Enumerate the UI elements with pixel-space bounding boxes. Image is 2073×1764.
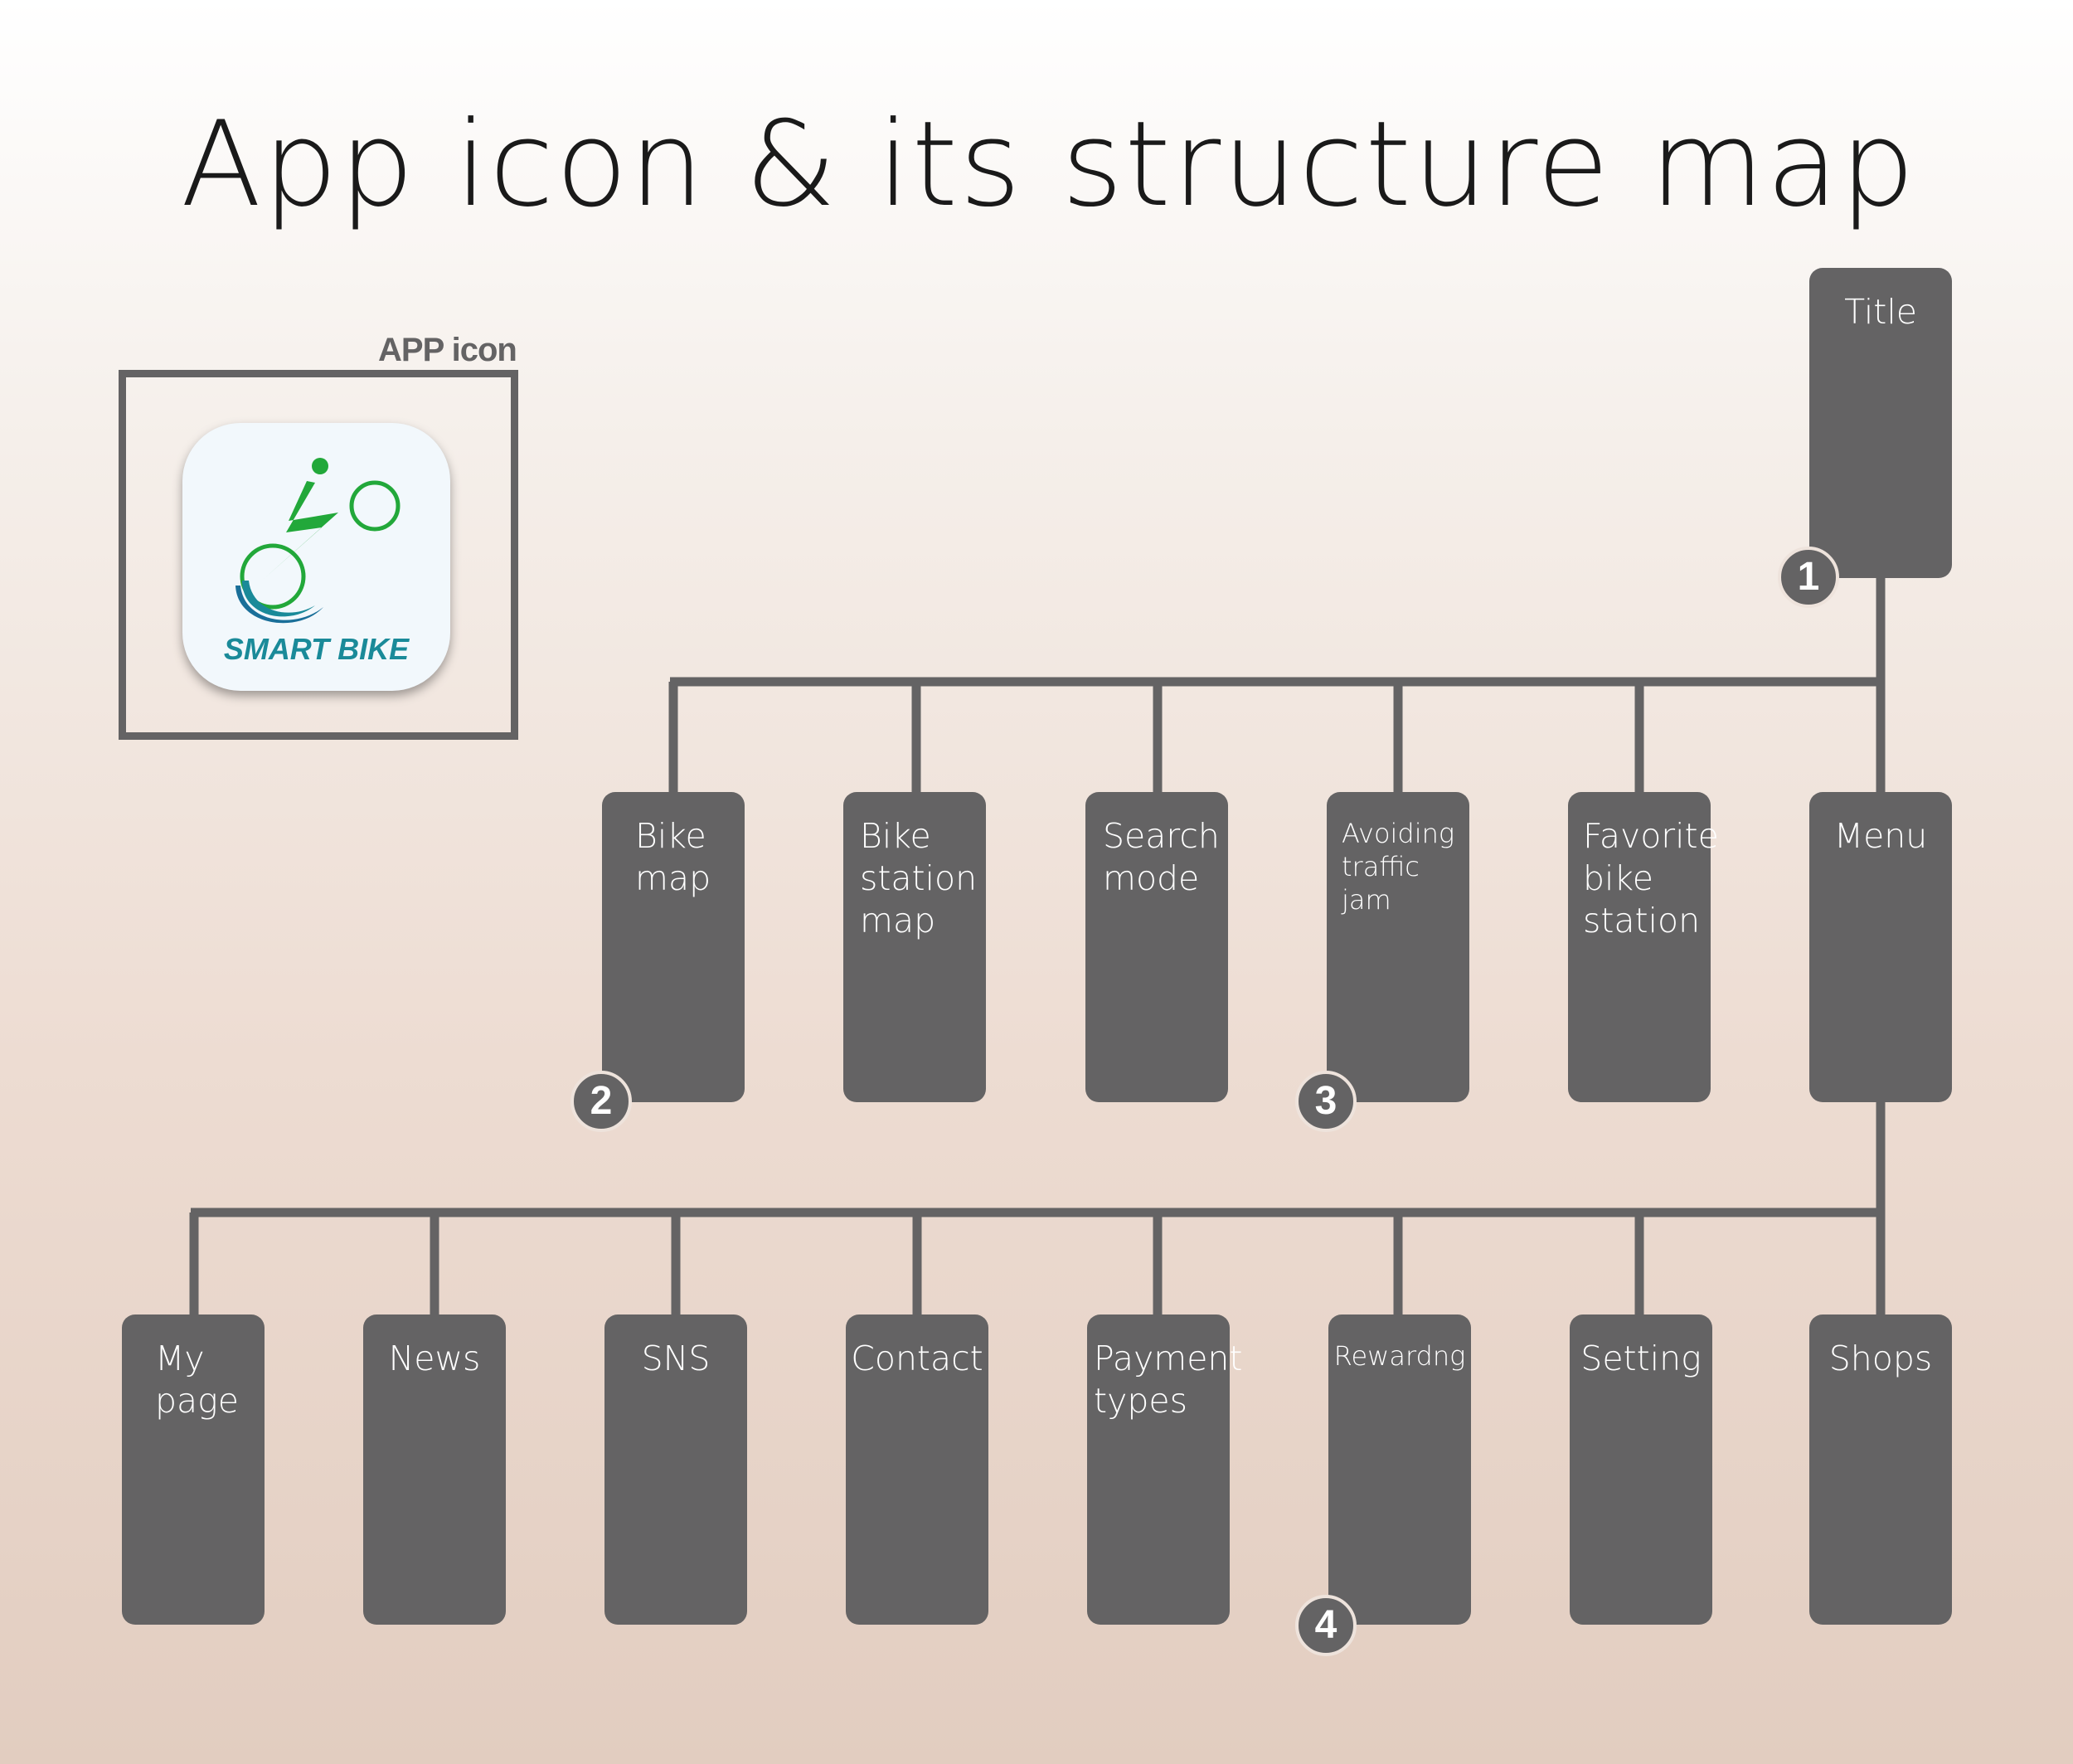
node-bike-map[interactable]: Bike map	[602, 792, 745, 1102]
app-icon-frame	[119, 370, 518, 740]
node-sns[interactable]: SNS	[604, 1314, 747, 1625]
node-contact[interactable]: Contact	[846, 1314, 988, 1625]
node-news[interactable]: News	[363, 1314, 506, 1625]
node-payment-types[interactable]: Payment types	[1087, 1314, 1243, 1625]
node-avoiding-traffic-jam[interactable]: Avoiding traffic jam	[1327, 792, 1469, 1102]
node-menu[interactable]: Menu	[1809, 792, 1952, 1102]
badge-3: 3	[1295, 1071, 1357, 1132]
bike-logo-icon	[235, 458, 401, 624]
node-search-mode[interactable]: Search mode	[1085, 792, 1228, 1102]
node-title[interactable]: Title	[1809, 268, 1952, 578]
badge-2: 2	[570, 1071, 632, 1132]
app-icon-wordmark: SMART BIKE	[223, 632, 410, 666]
page-title: App icon & its structure map	[181, 96, 1917, 233]
app-icon: SMART BIKE	[182, 423, 450, 691]
app-icon-caption: APP icon	[378, 332, 517, 368]
node-setting[interactable]: Setting	[1570, 1314, 1712, 1625]
node-favorite-bike-station[interactable]: Favorite bike station	[1568, 792, 1719, 1102]
node-rewarding[interactable]: Rewardng	[1328, 1314, 1471, 1625]
node-bike-station-map[interactable]: Bike station map	[843, 792, 986, 1102]
node-shops[interactable]: Shops	[1809, 1314, 1952, 1625]
badge-1: 1	[1778, 547, 1839, 608]
node-my-page[interactable]: My page	[122, 1314, 265, 1625]
badge-4: 4	[1295, 1595, 1357, 1656]
